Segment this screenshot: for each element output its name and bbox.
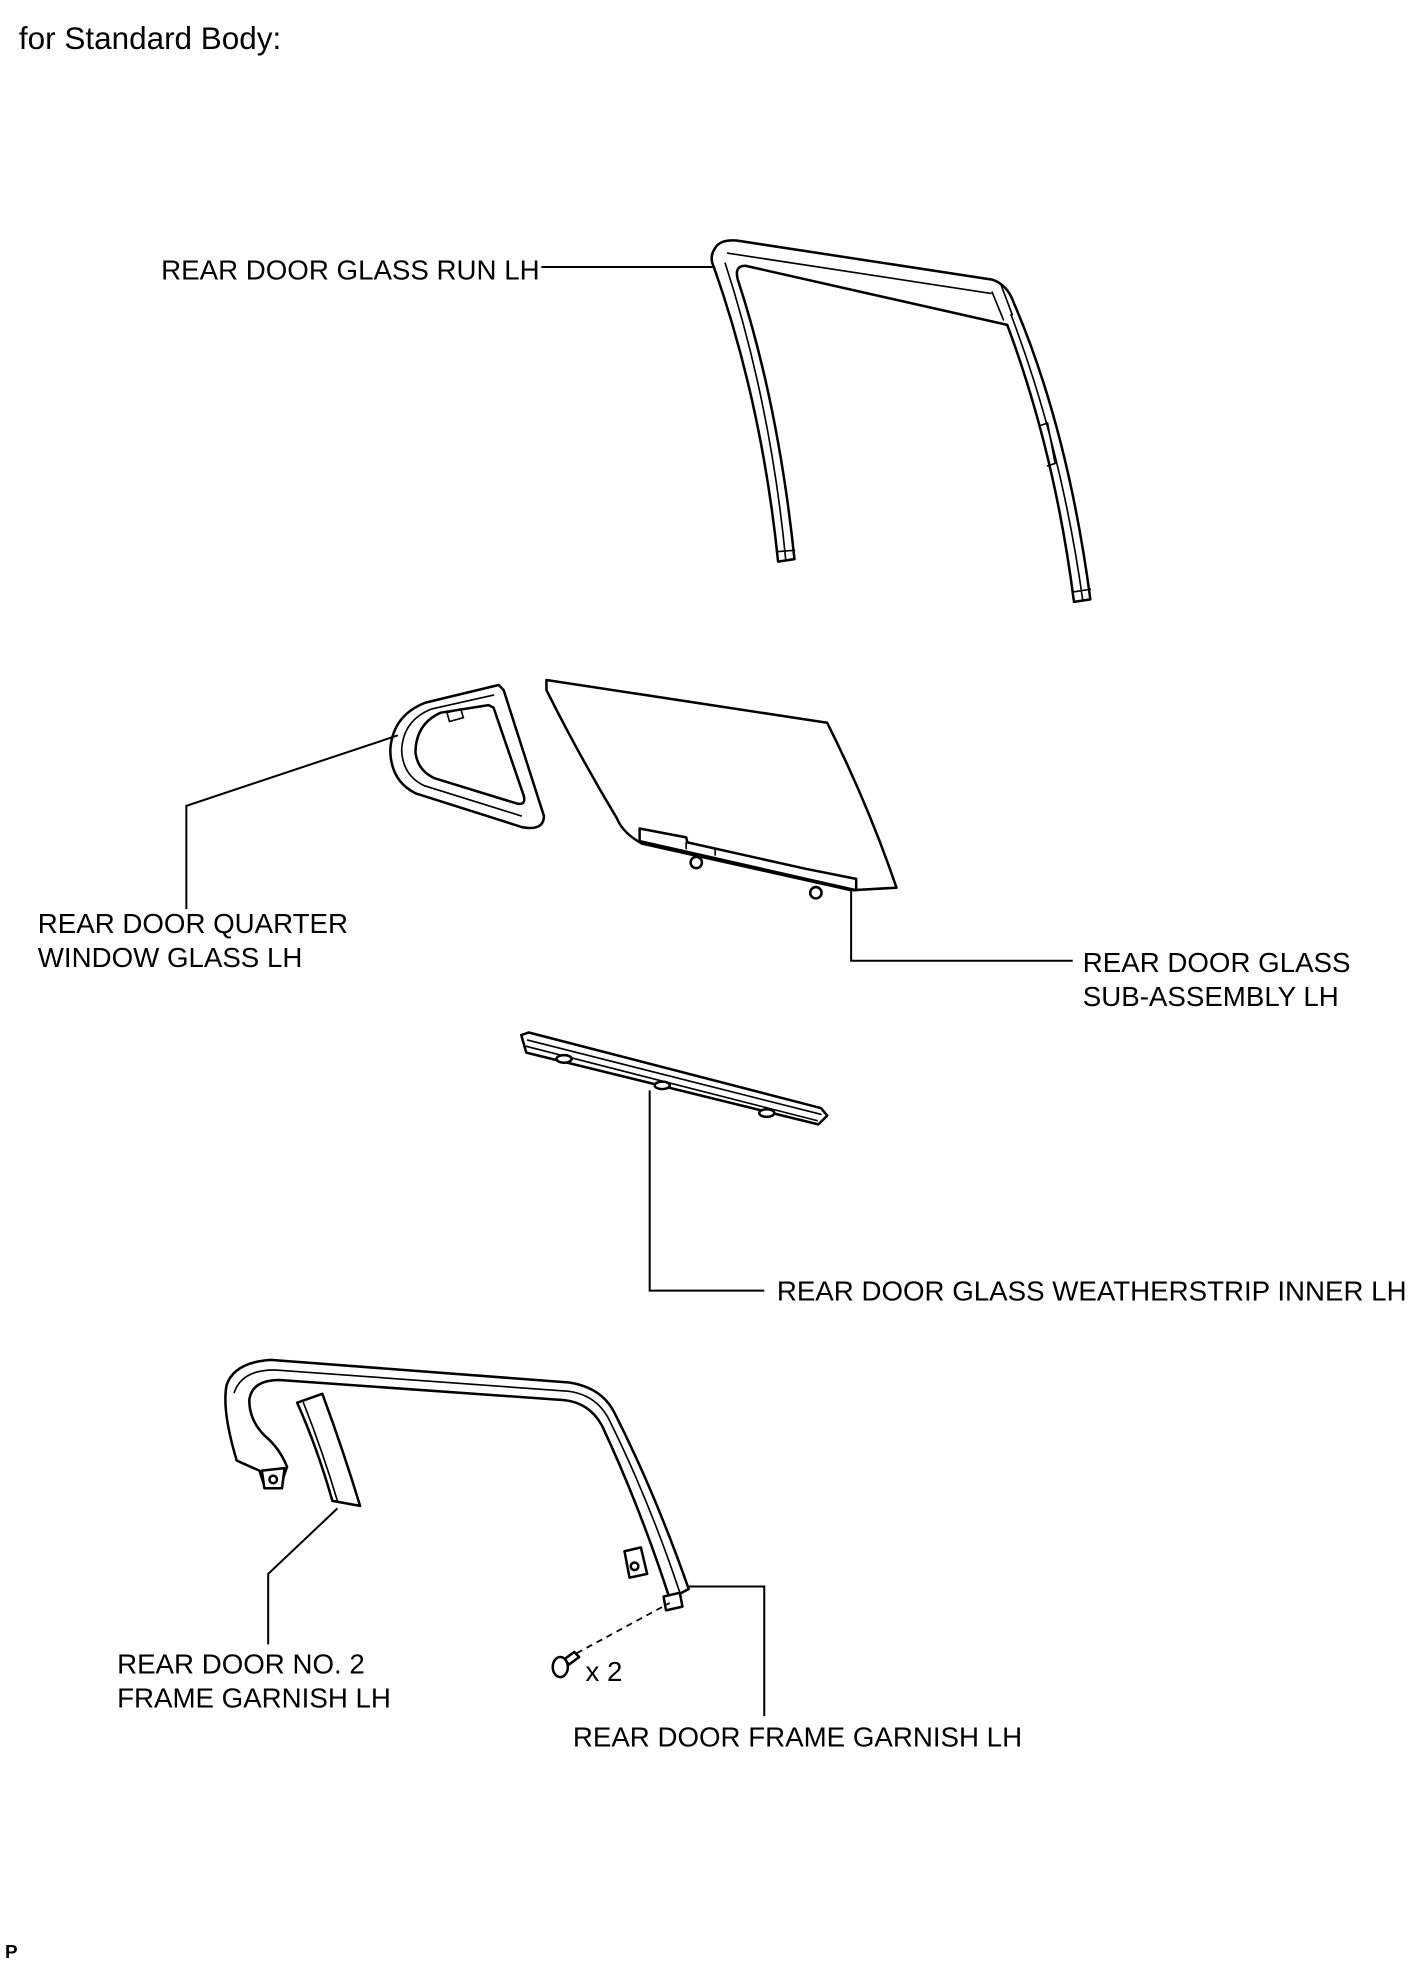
label-no2-garnish-line-1: REAR DOOR NO. 2 (117, 1648, 365, 1679)
clip-part (551, 1602, 671, 1679)
quarter-window-pane (414, 703, 526, 806)
clip-head (551, 1655, 570, 1679)
glass-run-part (710, 239, 1092, 604)
door-glass-channel-bracket (638, 827, 858, 892)
frame-garnish-part (224, 1358, 690, 1612)
label-quarter-window-line-2: WINDOW GLASS LH (38, 942, 303, 973)
door-glass-part (545, 678, 898, 900)
door-glass-bracket-notch (685, 841, 716, 856)
label-quarter-window-line-1: REAR DOOR QUARTER (38, 908, 348, 939)
frame-garnish-end-tab (662, 1591, 684, 1612)
label-no2-garnish-line-2: FRAME GARNISH LH (117, 1682, 391, 1713)
glass-run-notch (1039, 422, 1057, 467)
leader-line-frame-garnish (687, 1585, 766, 1717)
quarter-window-glass-part (389, 683, 546, 830)
weatherstrip-clip-2 (653, 1080, 672, 1091)
frame-garnish-inner-edge (233, 1369, 681, 1594)
frame-garnish-bracket-hole (629, 1561, 640, 1572)
label-glass-sub-assembly-line-1: REAR DOOR GLASS (1083, 947, 1351, 978)
glass-run-channel-right (1010, 314, 1084, 602)
glass-run-outline (710, 239, 1092, 604)
weatherstrip-clip-3 (757, 1108, 776, 1119)
label-glass-sub-assembly-line-2: SUB-ASSEMBLY LH (1083, 981, 1339, 1012)
weatherstrip-outline (519, 1031, 829, 1126)
quarter-window-clip (445, 707, 465, 723)
leader-line-no2-garnish (267, 1507, 339, 1645)
glass-run-channel-left (724, 262, 787, 560)
glass-run-left-end (777, 549, 796, 553)
corner-mark: P (5, 1942, 18, 1963)
door-glass-bolt-1 (689, 855, 704, 870)
glass-run-channel-top (726, 252, 992, 295)
frame-garnish-hook-hole (268, 1474, 279, 1485)
label-clip-quantity: x 2 (585, 1656, 622, 1687)
frame-garnish-outline (224, 1358, 690, 1601)
quarter-window-frame-inner (400, 694, 523, 817)
label-frame-garnish: REAR DOOR FRAME GARNISH LH (573, 1721, 1022, 1752)
weatherstrip-part (519, 1031, 829, 1126)
diagram-heading: for Standard Body: (19, 21, 281, 56)
no2-frame-garnish-edge (302, 1401, 339, 1502)
leader-line-glass-sub-assembly (850, 891, 1073, 962)
label-glass-run: REAR DOOR GLASS RUN LH (161, 255, 539, 286)
no2-frame-garnish-part (295, 1392, 362, 1508)
leader-line-weatherstrip (648, 1090, 765, 1292)
door-glass-bolt-2 (808, 885, 823, 900)
glass-run-right-end (1073, 588, 1092, 593)
clip-install-path (576, 1602, 671, 1654)
leader-line-quarter-window (185, 734, 399, 910)
door-glass-pane (545, 678, 898, 892)
weatherstrip-clip-1 (555, 1053, 573, 1064)
label-weatherstrip: REAR DOOR GLASS WEATHERSTRIP INNER LH (777, 1276, 1407, 1307)
no2-frame-garnish-outline (295, 1392, 362, 1508)
weatherstrip-lip-1 (526, 1039, 822, 1116)
glass-run-corner-joint (991, 283, 1014, 321)
